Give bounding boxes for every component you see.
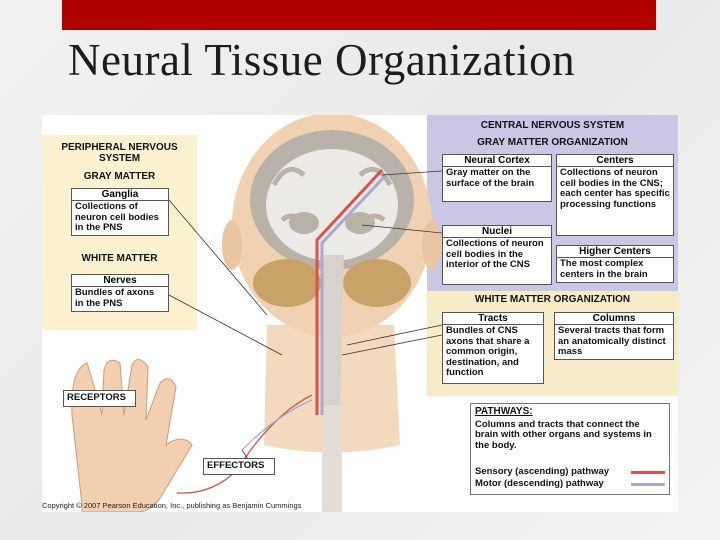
neural-cortex-text: Gray matter on the surface of the brain xyxy=(446,167,535,189)
title-accent-bar xyxy=(62,0,656,30)
motor-pathway xyxy=(320,173,388,415)
sensory-pathway xyxy=(315,168,384,415)
columns-text: Several tracts that form an anatomically… xyxy=(558,325,666,357)
right-cerebellum xyxy=(343,259,411,307)
tracts-text: Bundles of CNS axons that share a common… xyxy=(446,325,530,378)
left-nucleus xyxy=(289,212,319,234)
ganglia-title: Ganglia xyxy=(72,189,168,201)
pathways-title: PATHWAYS: xyxy=(475,406,533,417)
tracts-box: Tracts Bundles of CNS axons that share a… xyxy=(442,312,544,384)
centers-box: Centers Collections of neuron cell bodie… xyxy=(556,154,674,236)
left-cerebellum xyxy=(253,259,321,307)
centers-title: Centers xyxy=(557,155,673,167)
effectors-label-box: EFFECTORS xyxy=(203,458,275,475)
right-nucleus xyxy=(345,212,375,234)
receptors-label: RECEPTORS xyxy=(67,392,126,403)
nuclei-text: Collections of neuron cell bodies in the… xyxy=(446,238,544,270)
motor-nerve xyxy=(241,399,313,451)
hand xyxy=(71,359,193,512)
pns-header: PERIPHERAL NERVOUS SYSTEM xyxy=(61,142,178,164)
sensory-legend-label: Sensory (ascending) pathway xyxy=(475,466,610,477)
cns-gray-organization-title: GRAY MATTER ORGANIZATION xyxy=(477,137,628,148)
brain-white-matter xyxy=(266,149,398,261)
cns-white-organization-title: WHITE MATTER ORGANIZATION xyxy=(474,294,631,305)
nerves-title: Nerves xyxy=(72,275,168,287)
neural-tissue-figure: PERIPHERAL NERVOUS SYSTEM GRAY MATTER Ga… xyxy=(42,115,678,512)
higher-centers-box: Higher Centers The most complex centers … xyxy=(556,245,674,283)
pns-gray-matter-title: GRAY MATTER xyxy=(83,171,156,182)
ganglia-box: Ganglia Collections of neuron cell bodie… xyxy=(71,188,169,236)
pathways-text: Columns and tracts that connect the brai… xyxy=(475,418,652,451)
cns-header: CENTRAL NERVOUS SYSTEM xyxy=(480,120,625,131)
higher-centers-title: Higher Centers xyxy=(557,246,673,258)
nerves-text: Bundles of axons in the PNS xyxy=(75,287,155,309)
neural-cortex-box: Neural Cortex Gray matter on the surface… xyxy=(442,154,552,202)
columns-box: Columns Several tracts that form an anat… xyxy=(554,312,674,360)
neural-cortex-title: Neural Cortex xyxy=(443,155,551,167)
nuclei-title: Nuclei xyxy=(443,226,551,238)
ganglia-text: Collections of neuron cell bodies in the… xyxy=(75,201,159,233)
head-illustration xyxy=(42,115,678,512)
left-ear xyxy=(222,220,242,270)
pns-white-matter-title: WHITE MATTER xyxy=(81,253,158,264)
receptors-label-box: RECEPTORS xyxy=(63,390,136,407)
nerves-box: Nerves Bundles of axons in the PNS xyxy=(71,274,169,312)
brainstem xyxy=(320,255,344,415)
copyright: Copyright © 2007 Pearson Education, Inc.… xyxy=(42,501,302,510)
pathways-box: PATHWAYS: Columns and tracts that connec… xyxy=(470,403,670,495)
motor-legend-label: Motor (descending) pathway xyxy=(475,478,604,489)
nuclei-box: Nuclei Collections of neuron cell bodies… xyxy=(442,225,552,285)
columns-title: Columns xyxy=(555,313,673,325)
higher-centers-text: The most complex centers in the brain xyxy=(560,258,648,280)
tracts-title: Tracts xyxy=(443,313,543,325)
sensory-legend-swatch xyxy=(631,471,665,474)
motor-legend-swatch xyxy=(631,483,665,486)
effectors-label: EFFECTORS xyxy=(207,460,265,471)
right-ear xyxy=(422,220,442,270)
spinal-cord xyxy=(322,405,342,512)
cortex-folds xyxy=(271,166,393,227)
centers-text: Collections of neuron cell bodies in the… xyxy=(560,167,670,210)
slide-title: Neural Tissue Organization xyxy=(68,35,576,85)
